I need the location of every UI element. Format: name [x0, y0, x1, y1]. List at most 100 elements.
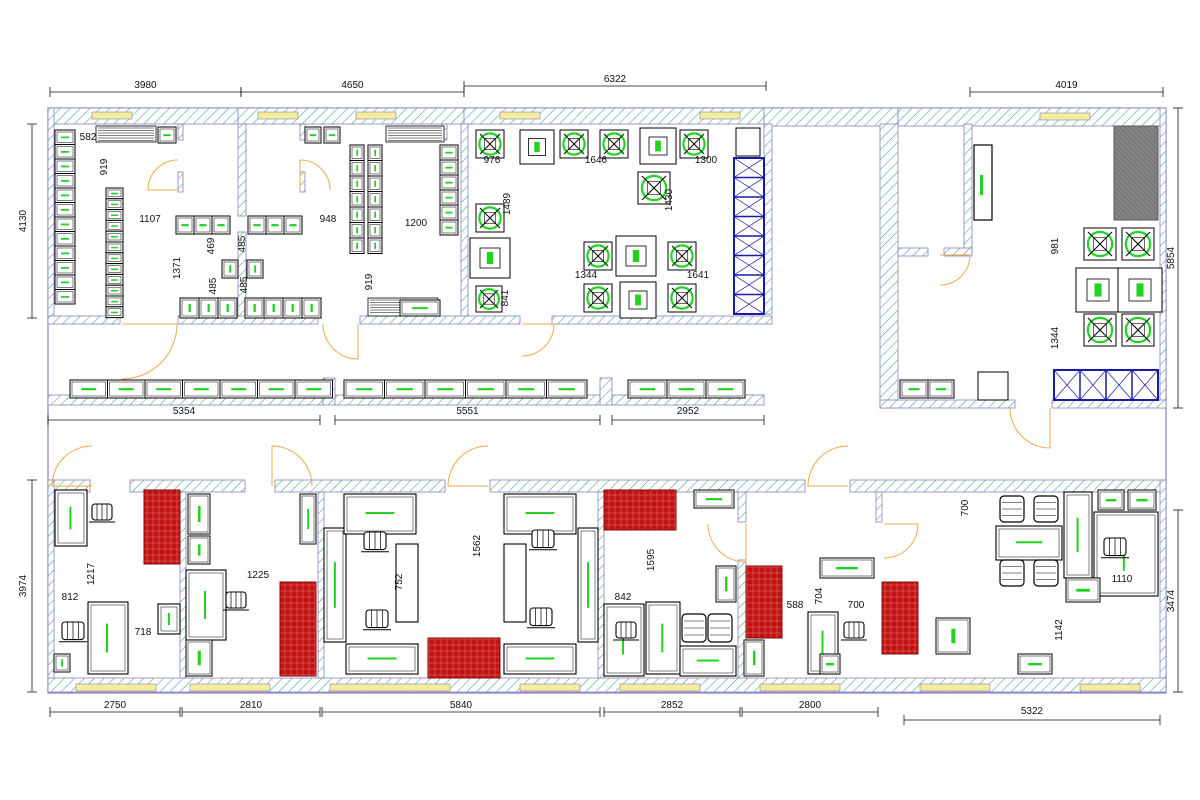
- cabinet: [927, 379, 955, 399]
- cabinet-label: [254, 265, 257, 273]
- fan-unit: [679, 129, 709, 159]
- dimension-line: 3974: [18, 479, 37, 693]
- cabinet-label: [396, 388, 413, 391]
- cabinet: [349, 222, 365, 239]
- wall-segment: [597, 491, 605, 679]
- wall-segment: [737, 491, 747, 523]
- cabinet-label: [309, 134, 317, 137]
- cabinet: [465, 379, 507, 399]
- cabinet-label: [188, 304, 191, 312]
- window: [1039, 112, 1091, 121]
- cabinet: [257, 379, 296, 399]
- cabinet: [819, 653, 841, 675]
- cabinet: [105, 230, 124, 243]
- cabinet-label: [181, 224, 189, 227]
- cabinet: [54, 274, 76, 290]
- cabinet-label: [197, 544, 201, 556]
- wall-segment: [47, 479, 55, 693]
- cabinet-label: [374, 196, 376, 203]
- wall-segment: [963, 123, 973, 255]
- cabinet-label: [111, 192, 118, 195]
- cabinet: [265, 215, 285, 235]
- cabinet-label: [306, 388, 322, 391]
- dimension-label: 2800: [799, 700, 822, 711]
- office-chair: [223, 591, 249, 611]
- cabinet: [1017, 653, 1053, 675]
- door-swing: [1009, 407, 1051, 449]
- dimension-label: 588: [787, 600, 804, 611]
- dimension-line: 2952: [611, 406, 765, 425]
- cabinet-label: [193, 388, 209, 391]
- cabinet-label: [1105, 499, 1117, 502]
- wall-segment: [179, 491, 187, 679]
- cabinet-label: [61, 223, 69, 226]
- cabinet: [219, 379, 258, 399]
- window: [91, 111, 133, 120]
- partition-desk: [503, 543, 527, 623]
- cabinet-label: [374, 211, 376, 218]
- cabinet-label: [61, 180, 69, 182]
- lower-wing-walls: [47, 479, 1167, 693]
- lab-table: [745, 565, 783, 639]
- equipment-box: [519, 129, 555, 165]
- desk-label: [696, 659, 720, 662]
- dimension-label: 1641: [687, 270, 710, 281]
- wall-segment: [551, 315, 773, 325]
- cabinet-label: [289, 224, 297, 227]
- dimension-line: 3980: [49, 80, 242, 97]
- desk: [577, 527, 599, 643]
- cabinet: [244, 297, 265, 319]
- cabinet-label: [231, 388, 247, 391]
- cabinet-label: [518, 388, 535, 391]
- window: [329, 683, 451, 692]
- cabinet-label: [356, 196, 358, 203]
- door-swing: [883, 523, 919, 559]
- cabinet-label: [291, 304, 294, 312]
- wall-segment: [763, 123, 773, 315]
- door-swing: [51, 445, 93, 487]
- cabinet-label: [61, 238, 69, 240]
- cabinet-label: [356, 211, 358, 218]
- wall-segment: [274, 479, 446, 493]
- dimension-label: 485: [208, 277, 219, 294]
- cabinet-label: [1076, 588, 1090, 592]
- window: [919, 683, 991, 692]
- cabinet-label: [412, 307, 428, 310]
- window: [355, 111, 397, 120]
- wall-segment: [599, 377, 613, 406]
- window: [699, 111, 741, 120]
- dimension-label: 700: [960, 499, 971, 516]
- staircase: [95, 125, 157, 143]
- dimension-label: 469: [206, 237, 217, 254]
- cabinet: [187, 493, 211, 535]
- upper-middle-lab-units: [469, 127, 765, 319]
- cabinet: [1097, 489, 1125, 511]
- cabinet-label: [253, 224, 261, 227]
- wall-segment: [299, 171, 306, 193]
- cabinet-label: [253, 304, 256, 312]
- cabinet: [627, 379, 668, 399]
- cabinet-label: [935, 388, 947, 391]
- server-rack: [733, 157, 765, 315]
- dimension-label: 5322: [1021, 706, 1044, 717]
- cabinet: [343, 379, 385, 399]
- cabinet-label: [271, 224, 279, 227]
- desk: [679, 645, 737, 677]
- cabinet-label: [111, 214, 118, 216]
- cabinet: [735, 127, 761, 157]
- cabinet: [54, 187, 76, 203]
- cabinet-label: [445, 226, 453, 229]
- cabinet-label: [81, 388, 97, 391]
- dimension-label: 1225: [247, 570, 270, 581]
- door-swing: [939, 254, 971, 286]
- dimension-label: 1300: [695, 155, 718, 166]
- cabinet-label: [61, 659, 64, 667]
- cabinet: [193, 215, 213, 235]
- cabinet: [105, 273, 124, 286]
- cabinet-label: [753, 650, 756, 666]
- lab-table: [881, 581, 919, 655]
- dark-panel: [1113, 125, 1159, 221]
- cabinet: [505, 379, 547, 399]
- dimension-label: 1489: [502, 192, 513, 215]
